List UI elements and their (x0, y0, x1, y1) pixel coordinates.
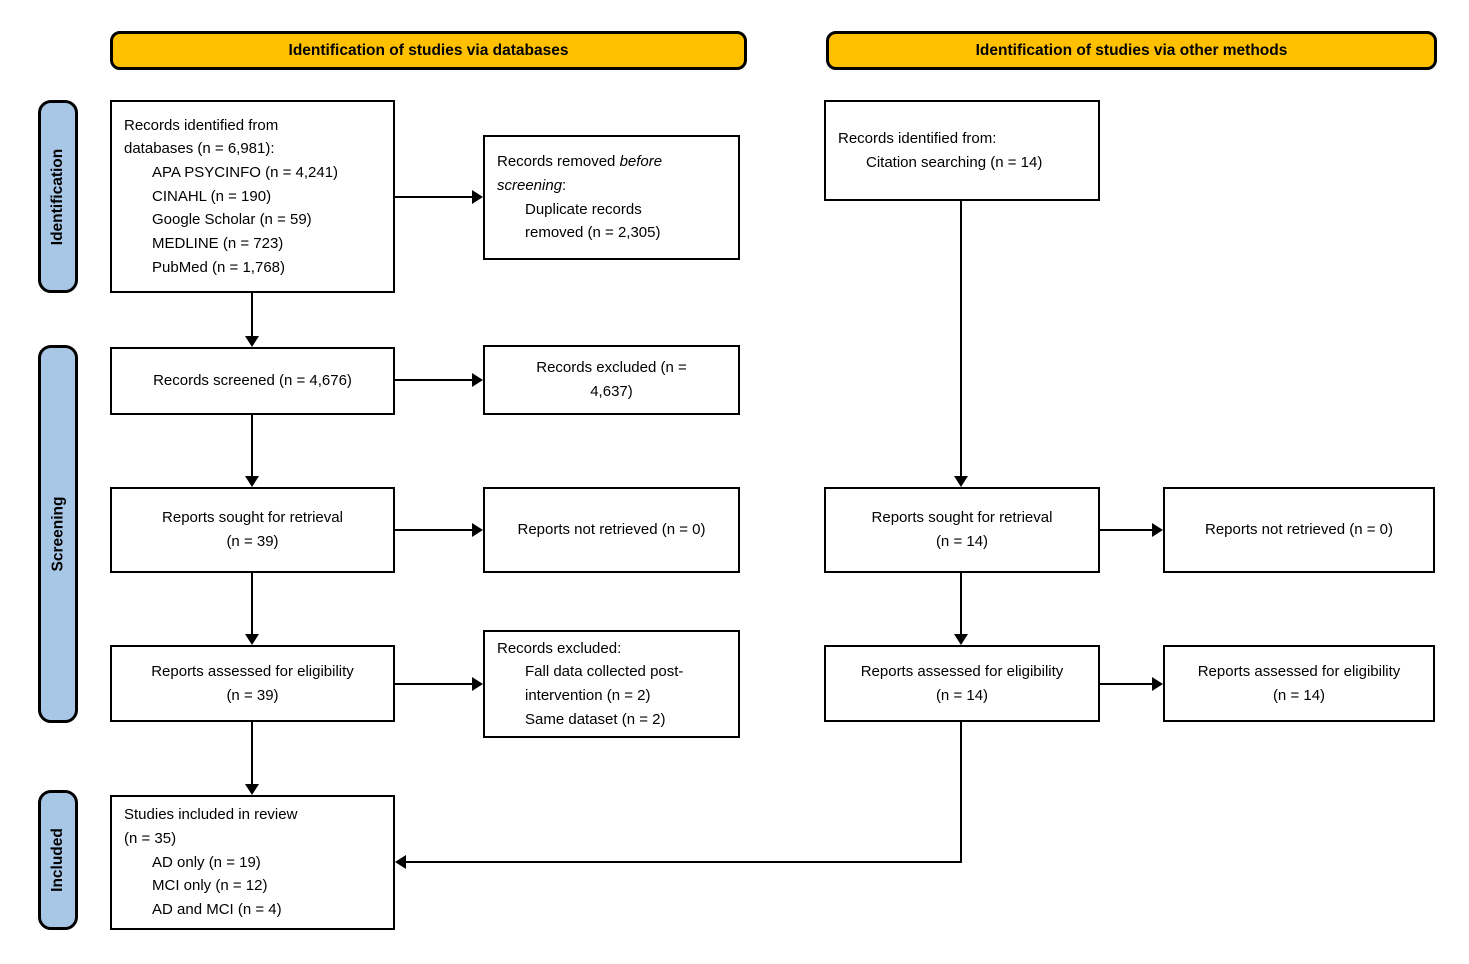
arrow-screened-to-excluded-line (395, 379, 473, 381)
box-reports-not-retrieved-other: Reports not retrieved (n = 0) (1163, 487, 1435, 573)
arrow-assessed-to-reasons-head (472, 677, 483, 691)
box-records-excluded-reasons: Records excluded: Fall data collected po… (483, 630, 740, 738)
text-line: Google Scholar (n = 59) (152, 211, 312, 229)
text-line: PubMed (n = 1,768) (152, 258, 286, 276)
arrow-assessedother-to-included-head (395, 855, 406, 869)
text-line: MCI only (n = 12) (152, 877, 268, 895)
text-line: Citation searching (n = 14) (866, 153, 1043, 171)
text-line: Reports sought for retrieval (871, 509, 1053, 527)
text-line: MEDLINE (n = 723) (152, 235, 284, 253)
arrow-soughtother-to-notretrieved-head (1152, 523, 1163, 537)
box-reports-assessed-other: Reports assessed for eligibility (n = 14… (824, 645, 1100, 722)
text-line: databases (n = 6,981): (124, 140, 275, 158)
text-line: AD only (n = 19) (152, 853, 261, 871)
text-line: Reports assessed for eligibility (860, 662, 1064, 680)
box-reports-not-retrieved-db: Reports not retrieved (n = 0) (483, 487, 740, 573)
box-records-identified-other: Records identified from: Citation search… (824, 100, 1100, 201)
text-line: APA PSYCINFO (n = 4,241) (152, 163, 339, 181)
text-line: Records identified from: (838, 129, 997, 147)
stage-screening-label: Screening (49, 496, 67, 572)
arrow-screened-to-excluded-head (472, 373, 483, 387)
box-reports-assessed-other-right: Reports assessed for eligibility (n = 14… (1163, 645, 1435, 722)
arrow-screened-to-sought-line (251, 415, 253, 477)
box-studies-included: Studies included in review (n = 35) AD o… (110, 795, 395, 930)
text-line: AD and MCI (n = 4) (152, 901, 282, 919)
banner-databases: Identification of studies via databases (110, 31, 747, 70)
text-line: Reports assessed for eligibility (1197, 662, 1401, 680)
banner-other-methods: Identification of studies via other meth… (826, 31, 1437, 70)
arrow-sought-to-notretrieved-head (472, 523, 483, 537)
stage-included: Included (38, 790, 78, 930)
arrow-identified-to-removed-head (472, 190, 483, 204)
text-line: Records identified from (124, 116, 279, 134)
banner-other-methods-label: Identification of studies via other meth… (975, 41, 1288, 59)
arrow-assessed-to-reasons-line (395, 683, 473, 685)
text-line: Same dataset (n = 2) (525, 710, 666, 728)
arrow-identified-to-screened-line (251, 293, 253, 337)
arrow-soughtother-to-notretrieved-line (1100, 529, 1152, 531)
banner-databases-label: Identification of studies via databases (288, 41, 569, 59)
arrow-soughtother-to-assessed-line (960, 573, 962, 635)
text-line: Reports assessed for eligibility (151, 662, 354, 680)
text-line: (n = 14) (935, 686, 989, 704)
text-line: (n = 35) (124, 829, 177, 847)
arrow-identified-to-screened-head (245, 336, 259, 347)
text-line: Duplicate records (525, 200, 642, 218)
text-line: Records removed before (497, 153, 663, 171)
arrow-sought-to-assessed-head (245, 634, 259, 645)
text-line: removed (n = 2,305) (525, 224, 661, 242)
box-records-screened: Records screened (n = 4,676) (110, 347, 395, 415)
text-line: Records excluded: (497, 639, 622, 657)
arrow-assessed-to-included-head (245, 784, 259, 795)
text-line: CINAHL (n = 190) (152, 187, 272, 205)
arrow-sought-to-notretrieved-line (395, 529, 473, 531)
text-line: Fall data collected post- (525, 663, 684, 681)
text-line: screening: (497, 176, 567, 194)
stage-included-label: Included (49, 828, 67, 892)
text-line: (n = 39) (226, 533, 279, 550)
arrow-assessedother-to-included-vline (960, 722, 962, 863)
text-line: intervention (n = 2) (525, 687, 651, 704)
text-line: Records screened (n = 4,676) (153, 372, 352, 390)
arrow-otheridentified-to-sought-line (960, 201, 962, 477)
text-line: 4,637) (590, 383, 633, 400)
arrow-identified-to-removed-line (395, 196, 473, 198)
stage-identification: Identification (38, 100, 78, 293)
text-line: Reports sought for retrieval (162, 509, 343, 527)
box-records-removed-before-screening: Records removed before screening: Duplic… (483, 135, 740, 260)
text-line: Reports not retrieved (n = 0) (1204, 521, 1393, 539)
box-records-identified-databases: Records identified from databases (n = 6… (110, 100, 395, 293)
stage-screening: Screening (38, 345, 78, 723)
box-reports-sought-retrieval-db: Reports sought for retrieval (n = 39) (110, 487, 395, 573)
arrow-soughtother-to-assessed-head (954, 634, 968, 645)
text-line: Studies included in review (124, 806, 298, 824)
arrow-assessedother-to-right-head (1152, 677, 1163, 691)
arrow-otheridentified-to-sought-head (954, 476, 968, 487)
box-reports-sought-retrieval-other: Reports sought for retrieval (n = 14) (824, 487, 1100, 573)
text-line: (n = 39) (226, 686, 279, 704)
box-reports-assessed-db: Reports assessed for eligibility (n = 39… (110, 645, 395, 722)
arrow-assessedother-to-right-line (1100, 683, 1152, 685)
arrow-screened-to-sought-head (245, 476, 259, 487)
text-line: Records excluded (n = (536, 359, 687, 377)
box-records-excluded: Records excluded (n = 4,637) (483, 345, 740, 415)
arrow-assessed-to-included-line (251, 722, 253, 785)
text-line: Reports not retrieved (n = 0) (517, 521, 706, 539)
arrow-sought-to-assessed-line (251, 573, 253, 635)
stage-identification-label: Identification (49, 148, 67, 245)
text-line: (n = 14) (935, 533, 989, 550)
arrow-assessedother-to-included-hline (406, 861, 962, 863)
text-line: (n = 14) (1272, 686, 1326, 704)
